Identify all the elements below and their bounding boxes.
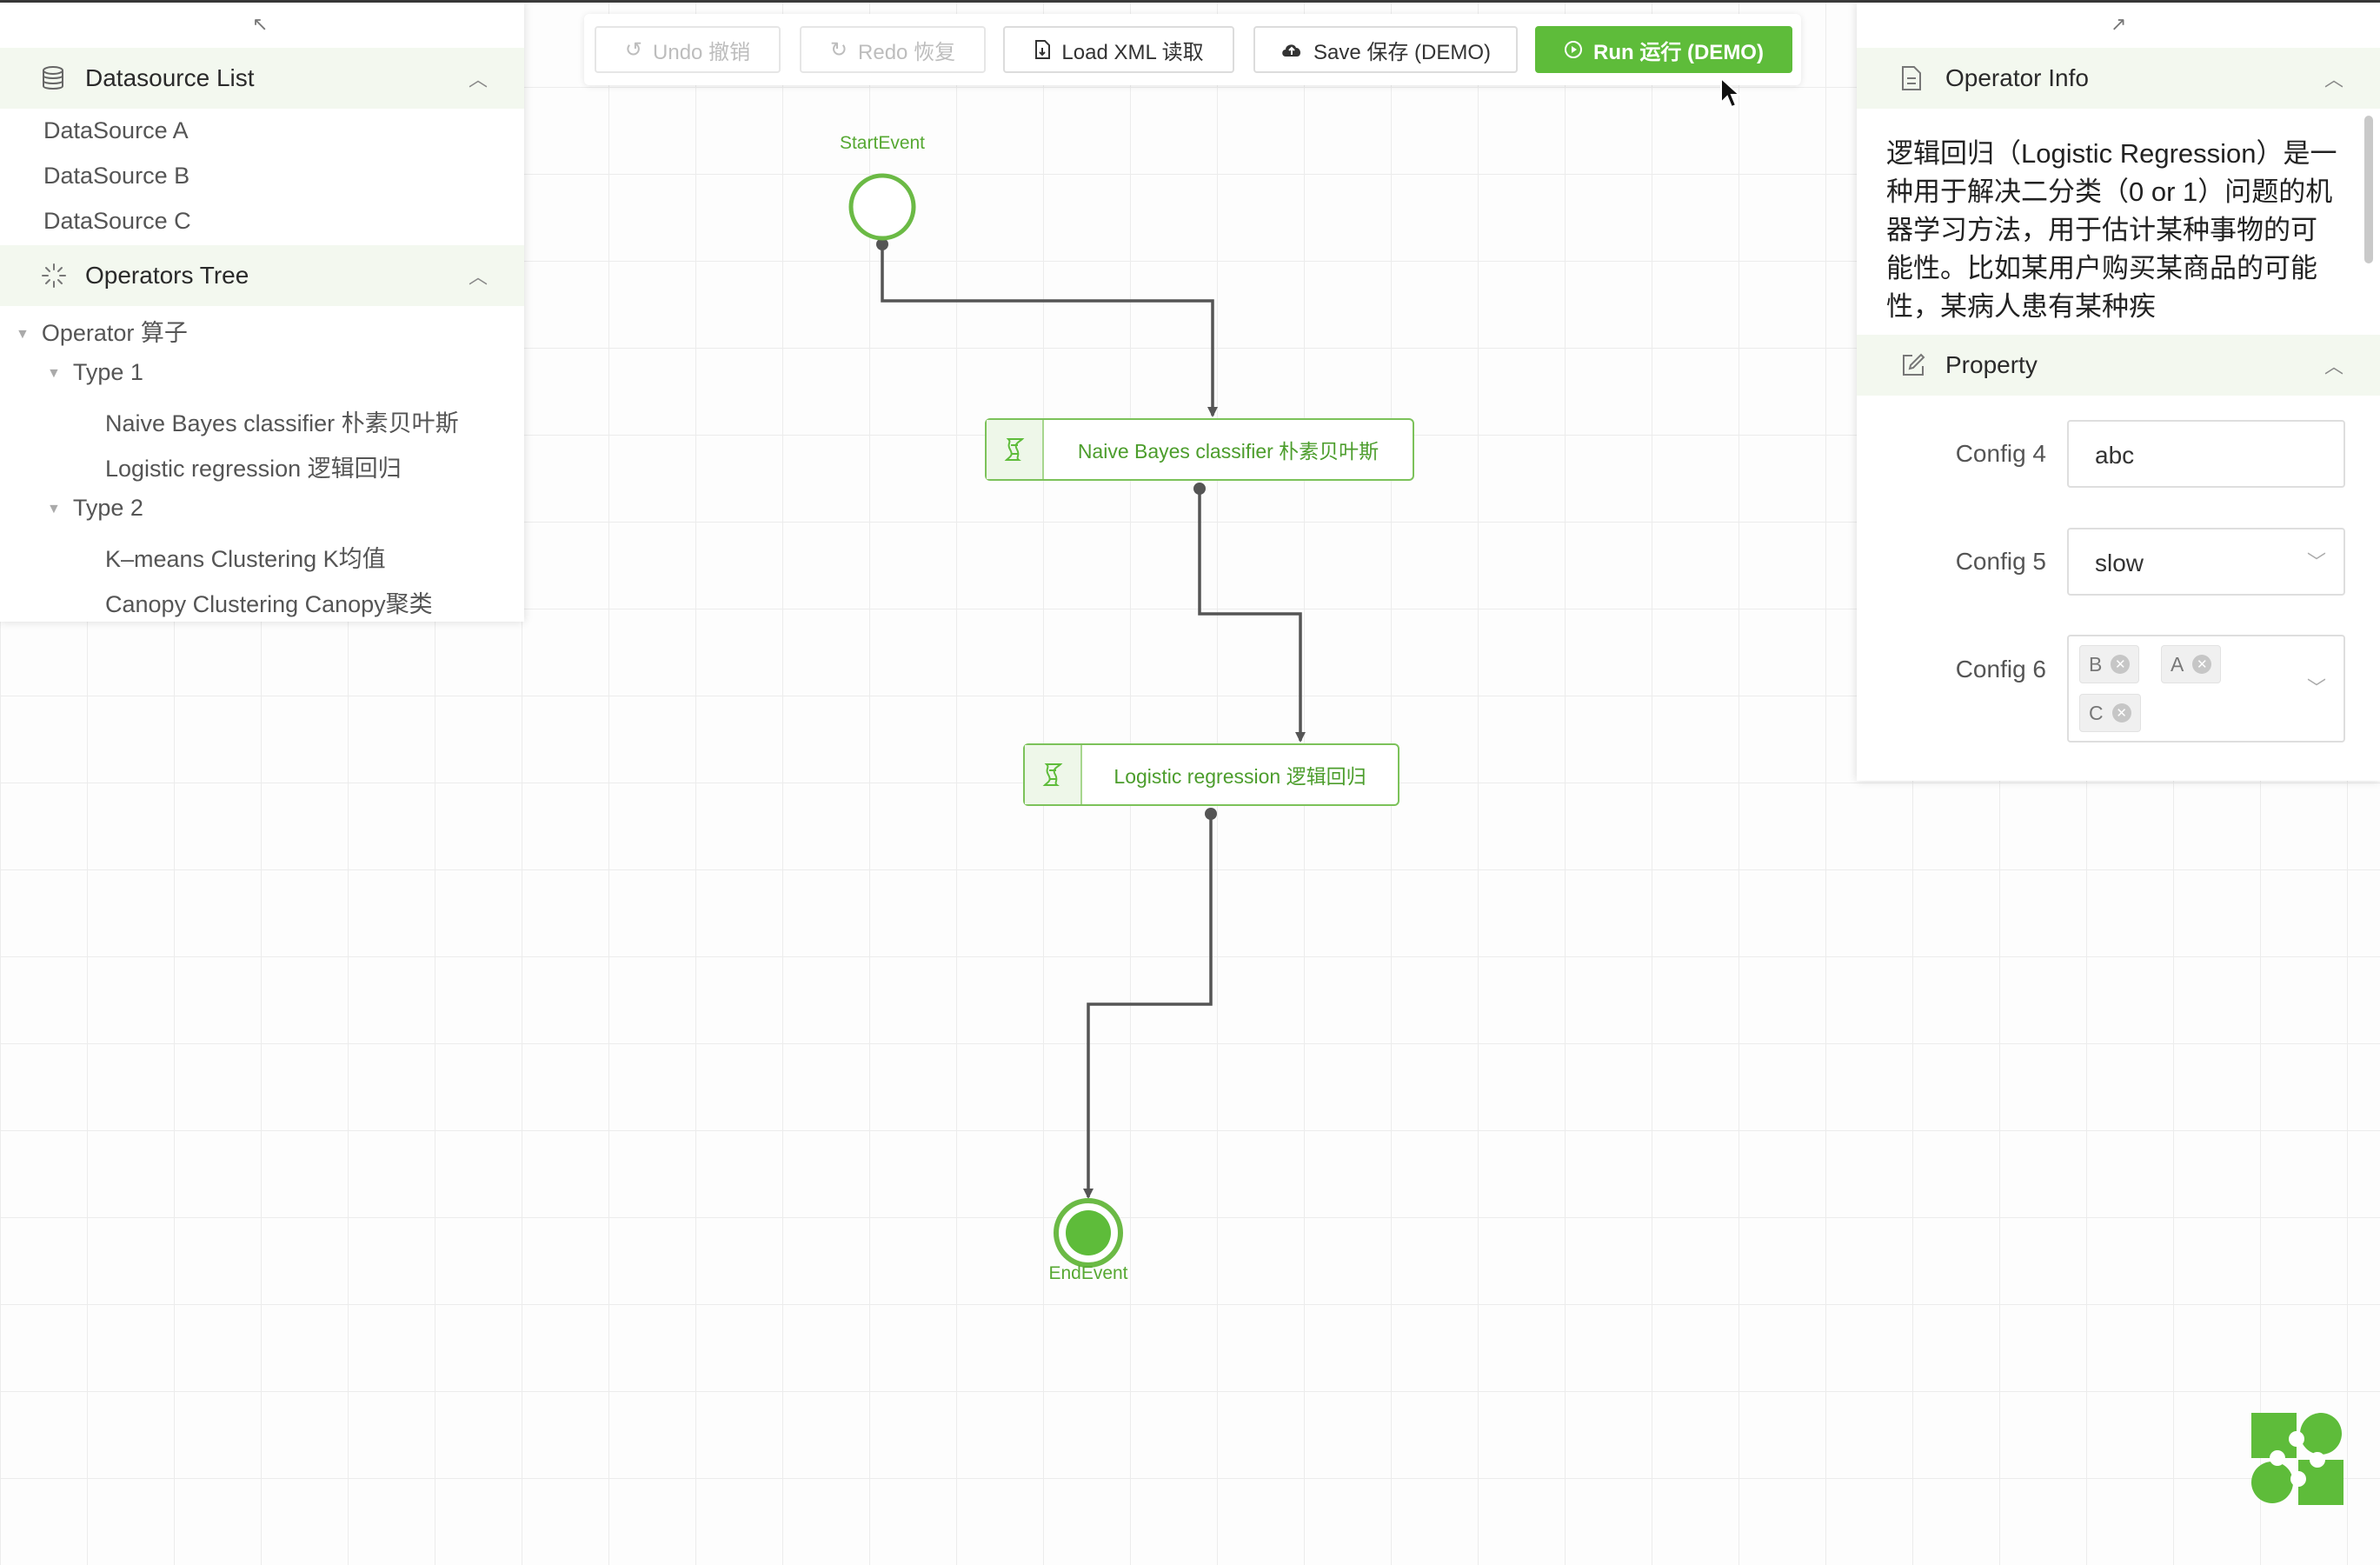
caret-down-icon[interactable]: ▼ — [16, 327, 30, 342]
tag-chip: B ✕ — [2079, 645, 2140, 683]
operators-tree-header[interactable]: Operators Tree ︿ — [0, 245, 524, 306]
window-top-edge — [0, 0, 2380, 3]
operator-description: 逻辑回归（Logistic Regression）是一种用于解决二分类（0 or… — [1886, 138, 2337, 322]
redo-button[interactable]: ↻ Redo 恢复 — [800, 26, 986, 73]
tree-node-root[interactable]: ▼ Operator 算子 — [16, 314, 188, 348]
end-event[interactable] — [1054, 1198, 1123, 1268]
cloud-upload-icon — [1282, 44, 1301, 57]
chevron-down-icon: ﹀ — [2306, 677, 2326, 699]
toolbar: ↺ Undo 撤销 ↻ Redo 恢复 Load XML 读取 Save 保存 … — [584, 14, 1801, 85]
right-panel: ↗ Operator Info ︿ 逻辑回归（Logistic Regressi… — [1857, 3, 2380, 781]
loading-spinner-icon — [40, 260, 71, 291]
play-circle-icon — [1565, 41, 1582, 58]
expand-arrow-icon[interactable]: ↗ — [2111, 13, 2127, 35]
end-event-label: EndEvent — [1048, 1263, 1128, 1283]
chevron-up-icon[interactable]: ︿ — [468, 69, 488, 90]
database-icon — [40, 63, 71, 94]
script-task-icon — [1025, 745, 1082, 804]
config4-value: abc — [2095, 442, 2135, 469]
tree-node-label: Operator 算子 — [41, 320, 188, 346]
config4-label: Config 4 — [1955, 440, 2046, 467]
config4-input[interactable]: abc — [2067, 420, 2345, 488]
tag-label: B — [2089, 652, 2103, 676]
datasource-list-title: Datasource List — [85, 64, 255, 91]
undo-icon: ↺ — [624, 37, 643, 62]
chevron-up-icon[interactable]: ︿ — [2323, 69, 2343, 90]
task-logistic-regression[interactable]: Logistic regression 逻辑回归 — [1023, 743, 1399, 806]
config5-label: Config 5 — [1955, 548, 2046, 575]
redo-label: Redo 恢复 — [858, 40, 956, 64]
close-circle-icon[interactable]: ✕ — [2111, 703, 2131, 723]
run-button[interactable]: Run 运行 (DEMO) — [1535, 26, 1792, 73]
sequence-flow-task2-to-end[interactable] — [1083, 808, 1217, 1199]
tree-node-label: Type 2 — [72, 495, 143, 521]
tree-leaf-operator[interactable]: K–means Clustering K均值 — [105, 546, 386, 572]
task-label: Logistic regression 逻辑回归 — [1114, 765, 1366, 788]
save-button[interactable]: Save 保存 (DEMO) — [1253, 26, 1518, 73]
tag-chip: A ✕ — [2161, 645, 2222, 683]
tree-node-type1[interactable]: ▼ Type 1 — [47, 359, 143, 386]
chevron-up-icon[interactable]: ︿ — [2323, 356, 2343, 377]
chevron-up-icon[interactable]: ︿ — [468, 266, 488, 288]
config6-label: Config 6 — [1955, 656, 2046, 683]
document-icon — [1900, 63, 1931, 94]
datasource-item[interactable]: DataSource B — [43, 163, 190, 189]
save-label: Save 保存 (DEMO) — [1313, 40, 1492, 64]
tag-chip: C ✕ — [2079, 694, 2141, 732]
tree-node-label: Type 1 — [72, 359, 143, 385]
caret-down-icon[interactable]: ▼ — [47, 366, 61, 381]
operator-info-header[interactable]: Operator Info ︿ — [1857, 48, 2380, 109]
operator-info-title: Operator Info — [1945, 64, 2089, 91]
load-xml-button[interactable]: Load XML 读取 — [1003, 26, 1234, 73]
close-circle-icon[interactable]: ✕ — [2192, 655, 2212, 674]
info-scrollbar[interactable] — [2364, 116, 2373, 263]
sequence-flow-start-to-task1[interactable] — [876, 238, 1218, 417]
app-logo — [2251, 1413, 2343, 1505]
task-naive-bayes[interactable]: Naive Bayes classifier 朴素贝叶斯 — [985, 418, 1414, 481]
operators-tree-title: Operators Tree — [85, 262, 249, 289]
run-label: Run 运行 (DEMO) — [1593, 40, 1764, 64]
chevron-down-icon: ﹀ — [2306, 551, 2326, 573]
undo-label: Undo 撤销 — [653, 40, 751, 64]
left-panel: ↖ Datasource List ︿ DataSource A DataSou… — [0, 3, 524, 622]
start-event[interactable] — [848, 173, 916, 241]
property-title: Property — [1945, 351, 2038, 378]
datasource-list-header[interactable]: Datasource List ︿ — [0, 48, 524, 109]
mouse-cursor-icon — [1720, 77, 1742, 109]
start-event-label: StartEvent — [839, 133, 926, 153]
file-import-icon — [1035, 40, 1051, 59]
datasource-item[interactable]: DataSource A — [43, 117, 189, 143]
datasource-item[interactable]: DataSource C — [43, 208, 191, 234]
config6-multiselect[interactable]: B ✕ A ✕ C ✕ ﹀ — [2067, 635, 2345, 743]
undo-button[interactable]: ↺ Undo 撤销 — [595, 26, 781, 73]
config5-select[interactable]: slow ﹀ — [2067, 528, 2345, 596]
tree-node-type2[interactable]: ▼ Type 2 — [47, 495, 143, 522]
tree-leaf-operator[interactable]: Canopy Clustering Canopy聚类 — [105, 591, 433, 617]
load-xml-label: Load XML 读取 — [1061, 40, 1204, 64]
collapse-arrow-icon[interactable]: ↖ — [252, 13, 269, 35]
property-header[interactable]: Property ︿ — [1857, 335, 2380, 396]
close-circle-icon[interactable]: ✕ — [2111, 655, 2131, 674]
script-task-icon — [987, 420, 1044, 479]
redo-icon: ↻ — [829, 37, 848, 62]
tree-leaf-operator[interactable]: Naive Bayes classifier 朴素贝叶斯 — [105, 410, 459, 436]
caret-down-icon[interactable]: ▼ — [47, 502, 61, 516]
edit-icon — [1900, 350, 1931, 381]
tag-label: C — [2089, 701, 2104, 724]
tree-leaf-operator[interactable]: Logistic regression 逻辑回归 — [105, 456, 402, 482]
sequence-flow-task1-to-task2[interactable] — [1193, 483, 1306, 743]
task-label: Naive Bayes classifier 朴素贝叶斯 — [1077, 440, 1379, 463]
tag-label: A — [2171, 652, 2184, 676]
config5-value: slow — [2095, 549, 2144, 576]
